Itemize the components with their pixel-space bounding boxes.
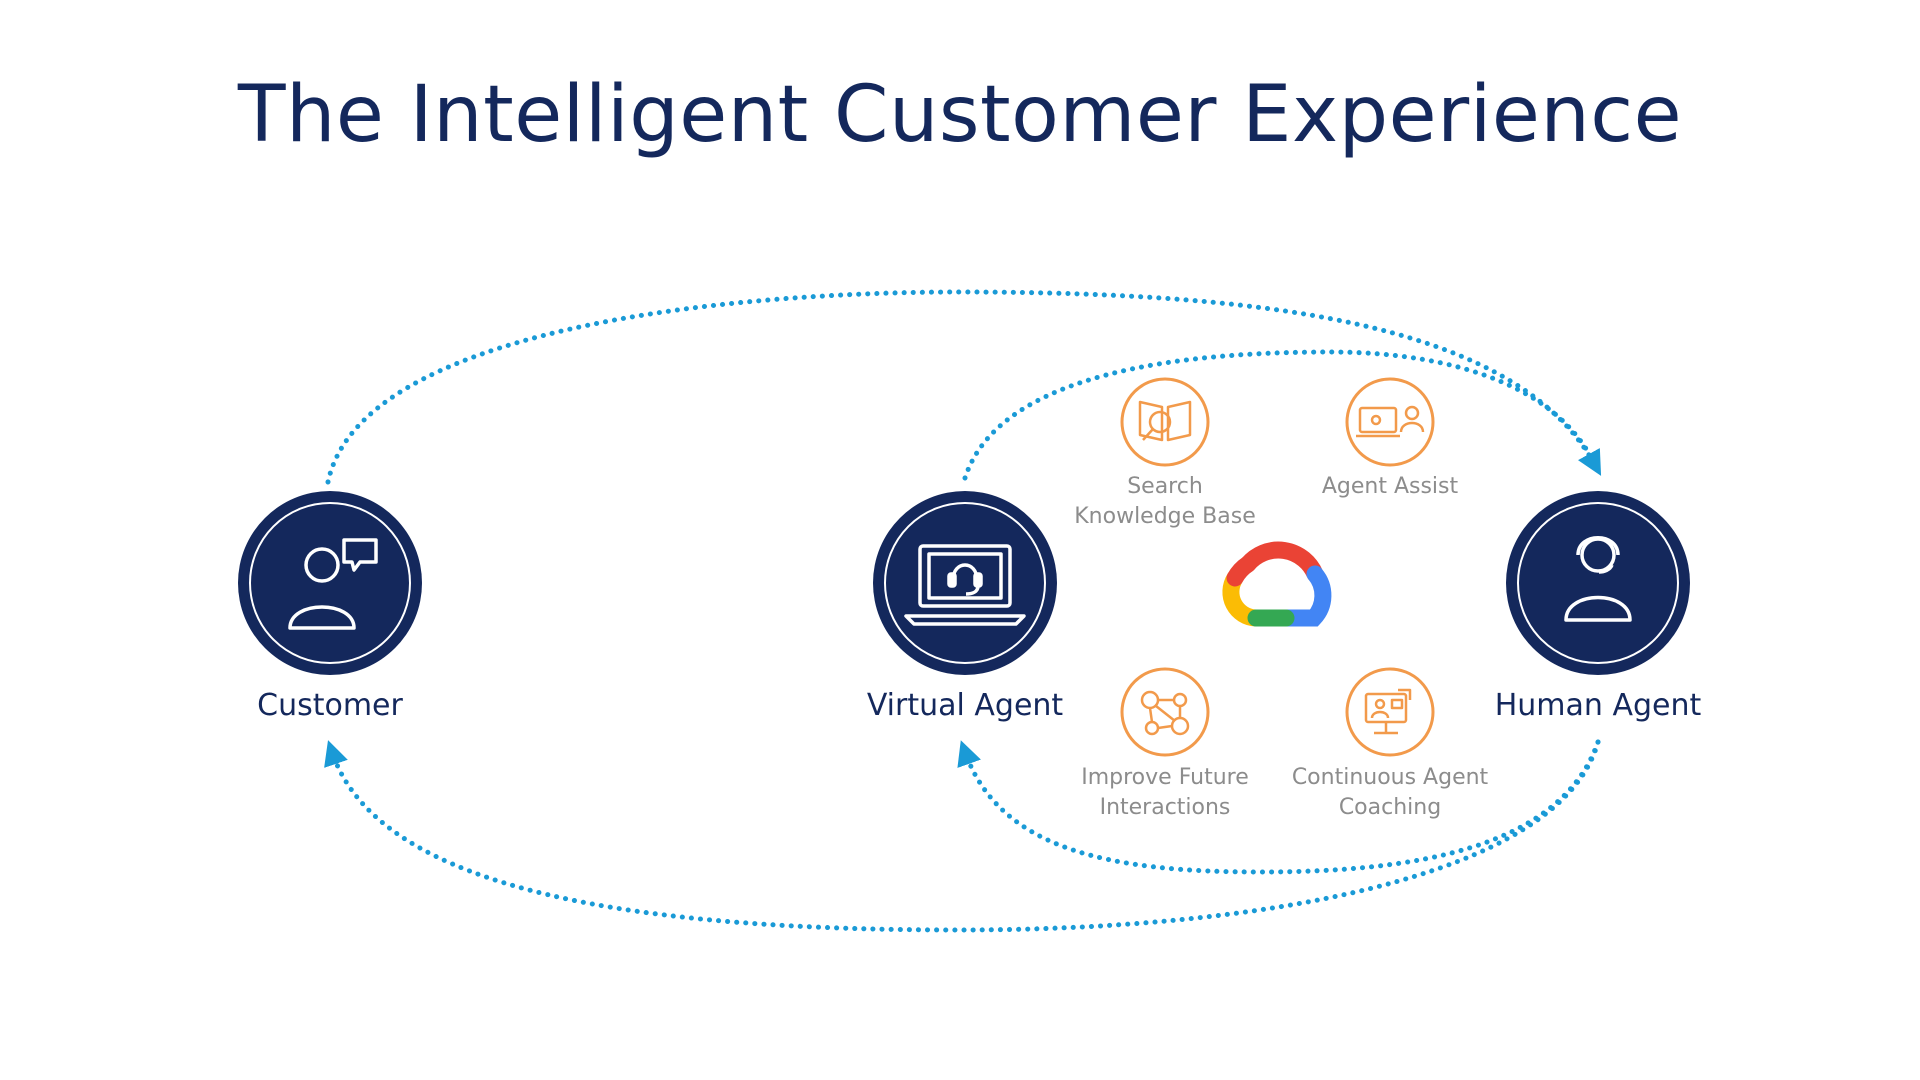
- laptop-headset-icon: [904, 544, 1026, 626]
- virtual-agent-node: [873, 491, 1057, 675]
- human-agent-label: Human Agent: [1494, 688, 1702, 723]
- agent-assist-line1: Agent Assist: [1321, 474, 1459, 499]
- improve-future-interactions-label: Improve Future Interactions: [1025, 763, 1305, 823]
- customer-chat-icon: [288, 538, 378, 630]
- continuous-agent-coaching-line2: Coaching: [1338, 795, 1442, 820]
- improve-future-interactions-item: [1120, 667, 1210, 757]
- flow-human-agent-to-virtual-agent: [957, 739, 1601, 875]
- customer-label: Customer: [257, 688, 403, 723]
- network-gears-icon: [1140, 690, 1190, 736]
- page-title: The Intelligent Customer Experience: [237, 70, 1683, 160]
- flow-customer-to-human-agent: [325, 289, 1602, 485]
- monitor-coach-icon: [1364, 688, 1412, 735]
- search-knowledge-base-line2: Knowledge Base: [1074, 504, 1256, 529]
- google-cloud-logo-icon: [1222, 541, 1332, 627]
- book-search-icon: [1138, 400, 1192, 442]
- search-knowledge-base-label: Search Knowledge Base: [1025, 472, 1305, 532]
- human-agent-node: [1506, 491, 1690, 675]
- agent-headset-icon: [1564, 536, 1632, 622]
- agent-assist-label: Agent Assist: [1250, 472, 1530, 502]
- search-knowledge-base-item: [1120, 377, 1210, 467]
- continuous-agent-coaching-item: [1345, 667, 1435, 757]
- continuous-agent-coaching-label: Continuous Agent Coaching: [1250, 763, 1530, 823]
- improve-future-interactions-line1: Improve Future: [1081, 765, 1249, 790]
- agent-assist-item: [1345, 377, 1435, 467]
- customer-node: [238, 491, 422, 675]
- screen-person-icon: [1356, 405, 1425, 438]
- search-knowledge-base-line1: Search: [1127, 474, 1203, 499]
- improve-future-interactions-line2: Interactions: [1099, 795, 1231, 820]
- virtual-agent-label: Virtual Agent: [866, 688, 1064, 723]
- continuous-agent-coaching-line1: Continuous Agent: [1291, 765, 1489, 790]
- flow-virtual-agent-to-human-agent: [962, 349, 1598, 481]
